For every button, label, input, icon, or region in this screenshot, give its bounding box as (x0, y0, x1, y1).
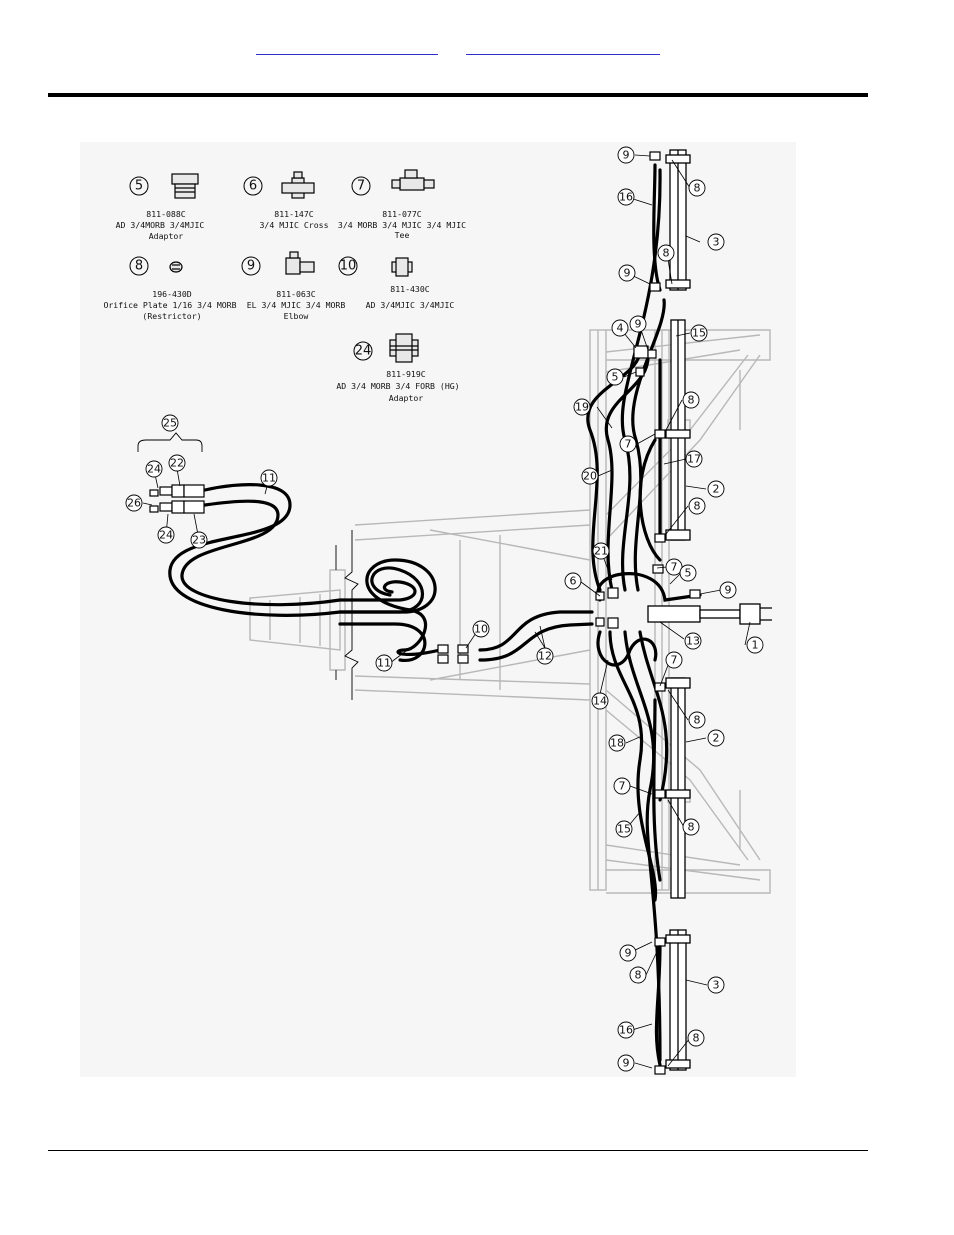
callout-1: 1 (752, 639, 759, 652)
callout-3-top: 3 (713, 236, 720, 249)
legend-part-8: 196-430D (152, 289, 192, 299)
legend-part-6: 811-147C (274, 209, 314, 219)
header-link-2[interactable] (466, 40, 660, 55)
legend-part-7: 811-077C (382, 209, 422, 219)
callout-15-bottom: 15 (617, 823, 631, 836)
callout-8-c: 8 (688, 394, 695, 407)
callout-7-b: 7 (671, 561, 678, 574)
callout-16-bottom: 16 (619, 1024, 633, 1037)
hoses (168, 163, 702, 1067)
bottom-rule (48, 1150, 868, 1151)
callout-9-b: 9 (624, 267, 631, 280)
legend-part-24: 811-919C (386, 369, 426, 379)
callout-21: 21 (594, 545, 608, 558)
callout-8-f: 8 (688, 821, 695, 834)
legend-desc-7: 3/4 MORB 3/4 MJIC 3/4 MJIC (338, 220, 466, 230)
callout-6: 6 (570, 575, 577, 588)
callout-3-bottom: 3 (713, 979, 720, 992)
legend (129, 176, 373, 361)
callout-25: 25 (163, 417, 177, 430)
legend-desc2-24: Adaptor (389, 393, 424, 403)
legend-desc-9: EL 3/4 MJIC 3/4 MORB (247, 300, 346, 310)
legend-part-10: 811-430C (390, 284, 430, 294)
callout-8-h: 8 (693, 1032, 700, 1045)
legend-num-6: 6 (249, 179, 257, 194)
legend-desc2-8: (Restrictor) (142, 311, 201, 321)
callout-11-a: 11 (262, 472, 276, 485)
callout-14: 14 (593, 695, 607, 708)
callout-8-top: 8 (694, 182, 701, 195)
callout-19: 19 (575, 401, 589, 414)
top-rule (48, 93, 868, 97)
callout-20: 20 (583, 470, 597, 483)
fittings (149, 151, 701, 1075)
callout-8-e: 8 (694, 714, 701, 727)
callout-circles (125, 146, 764, 1072)
legend-desc-8: Orifice Plate 1/16 3/4 MORB (103, 300, 236, 310)
callout-8-g: 8 (635, 969, 642, 982)
tee-icon (391, 169, 435, 191)
legend-desc2-7: Tee (395, 230, 410, 240)
callout-12: 12 (538, 650, 552, 663)
callout-4: 4 (617, 322, 624, 335)
adaptor-jic-icon (391, 257, 413, 277)
callout-8-b: 8 (663, 247, 670, 260)
legend-num-24: 24 (355, 344, 372, 359)
legend-num-9: 9 (247, 259, 255, 274)
callout-2-top: 2 (713, 483, 720, 496)
header-link-1[interactable] (256, 40, 438, 55)
legend-num-7: 7 (357, 179, 365, 194)
callout-9-top: 9 (623, 149, 630, 162)
legend-icons (169, 169, 435, 363)
callout-16-top: 16 (619, 191, 633, 204)
callout-7-c: 7 (671, 654, 678, 667)
callout-24-b: 24 (159, 529, 173, 542)
callout-13: 13 (686, 635, 700, 648)
legend-desc-24: AD 3/4 MORB 3/4 FORB (HG) (336, 381, 459, 391)
legend-desc-10: AD 3/4MJIC 3/4MJIC (366, 300, 455, 310)
callout-2-bottom: 2 (713, 732, 720, 745)
callout-10: 10 (474, 623, 488, 636)
callout-5-b: 5 (685, 567, 692, 580)
callout-24-a: 24 (147, 463, 161, 476)
callout-18: 18 (610, 737, 624, 750)
callout-8-d: 8 (694, 500, 701, 513)
orifice-plate-icon (169, 261, 183, 273)
elbow-icon (285, 251, 315, 275)
callout-9-e: 9 (625, 947, 632, 960)
callout-15-top: 15 (692, 327, 706, 340)
callout-7-top: 7 (625, 438, 632, 451)
assembly-brace (137, 432, 203, 452)
callout-11-b: 11 (377, 657, 391, 670)
legend-desc2-9: Elbow (284, 311, 309, 321)
callout-23: 23 (192, 534, 206, 547)
legend-num-8: 8 (135, 259, 143, 274)
callout-26: 26 (127, 497, 141, 510)
break-lines (335, 530, 359, 700)
callout-5-top: 5 (612, 371, 619, 384)
legend-num-5: 5 (135, 179, 143, 194)
adaptor-forb-icon (389, 333, 419, 363)
callout-9-c: 9 (635, 318, 642, 331)
legend-desc-6: 3/4 MJIC Cross (259, 220, 328, 230)
legend-desc2-5: Adaptor (149, 231, 184, 241)
cross-icon (281, 171, 315, 199)
legend-part-9: 811-063C (276, 289, 316, 299)
legend-num-10: 10 (340, 259, 357, 274)
callout-22: 22 (170, 457, 184, 470)
adaptor-icon (171, 173, 199, 199)
callout-7-d: 7 (619, 780, 626, 793)
legend-part-5: 811-088C (146, 209, 186, 219)
legend-desc-5: AD 3/4MORB 3/4MJIC (116, 220, 205, 230)
callout-9-f: 9 (623, 1057, 630, 1070)
callout-9-d: 9 (725, 584, 732, 597)
callout-17: 17 (687, 453, 701, 466)
